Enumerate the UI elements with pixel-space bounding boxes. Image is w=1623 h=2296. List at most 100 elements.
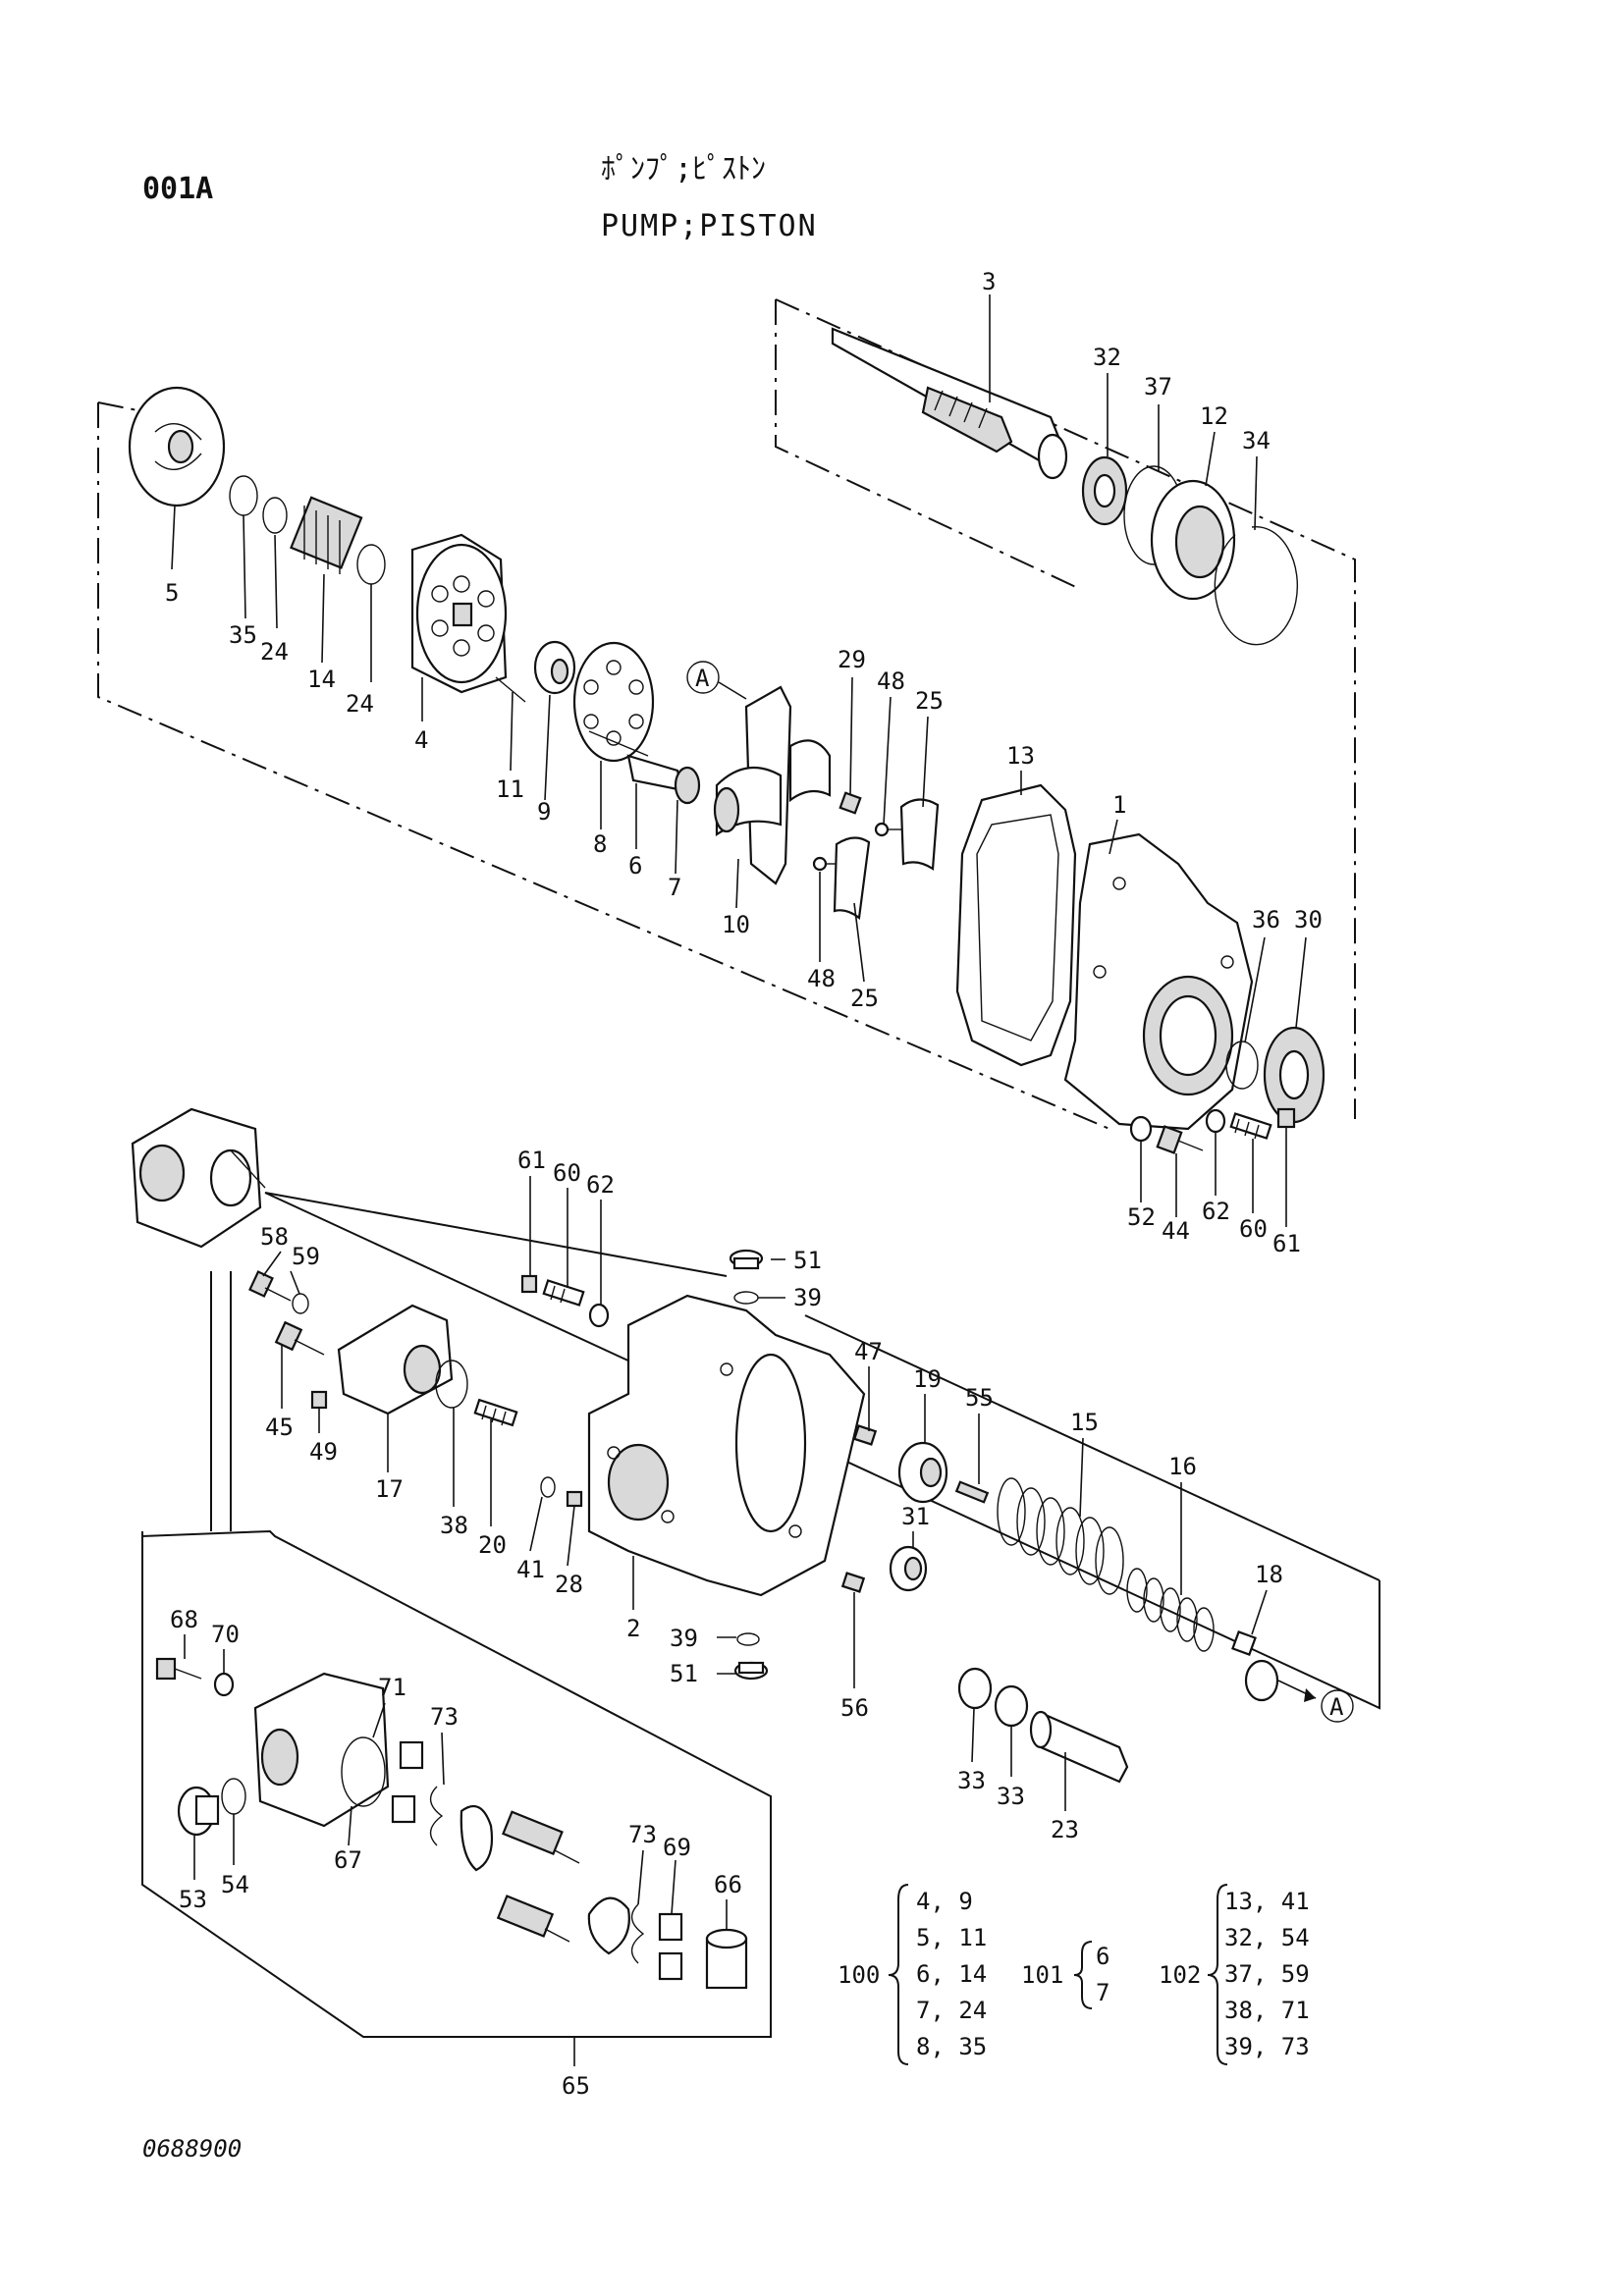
reference-a-top: [686, 661, 747, 700]
seat-25b: [833, 836, 871, 921]
callout-66: 66: [714, 1871, 742, 1898]
callout-35: 35: [229, 621, 257, 649]
kit-102-number: 102: [1159, 1961, 1201, 1989]
bush-31: [889, 1545, 928, 1592]
plate-ring-2: [587, 1896, 630, 1955]
callout-48a: 48: [877, 667, 905, 695]
bolt-68: [155, 1657, 202, 1681]
callout-47: 47: [854, 1338, 883, 1365]
gasket-13: [955, 783, 1077, 1067]
callout-70: 70: [211, 1621, 240, 1648]
callout-28: 28: [555, 1571, 583, 1598]
plug-51a: [729, 1249, 764, 1270]
callout-71: 71: [378, 1674, 406, 1701]
callout-68: 68: [170, 1606, 198, 1633]
spring-15: [997, 1477, 1124, 1595]
plug-29: [839, 791, 862, 815]
bush-33a: [957, 1667, 993, 1710]
callout-5: 5: [165, 579, 179, 607]
callout-73b: 73: [628, 1821, 657, 1848]
callout-31: 31: [901, 1503, 930, 1530]
screw-48b: [812, 856, 839, 872]
callout-38: 38: [440, 1512, 468, 1539]
screw-48a: [874, 822, 901, 837]
o-ring-59: [292, 1293, 309, 1314]
bush-33b: [994, 1684, 1029, 1728]
snap-ring-35: [229, 475, 258, 516]
stopper-18: [1231, 1630, 1317, 1702]
callout-8: 8: [593, 830, 607, 858]
screw-20: [473, 1398, 518, 1427]
regulator-body: [253, 1672, 390, 1828]
callout-34: 34: [1242, 427, 1271, 454]
washer-70: [213, 1672, 235, 1697]
callout-labels: 3 32 37 12 34 5 35 24 14 24 4 11 9 8 6 7…: [165, 268, 1344, 2100]
snap-ring: [1214, 525, 1299, 646]
spring-16: [1126, 1568, 1215, 1652]
kit-102: 102 13, 41 32, 54 37, 59 38, 71 39, 73: [1159, 1884, 1310, 2065]
callout-65: 65: [562, 2072, 590, 2100]
reference-a-bottom: [1321, 1689, 1354, 1723]
callout-67: 67: [334, 1846, 362, 1874]
callout-52: 52: [1127, 1203, 1156, 1231]
kit-100: 100 4, 9 5, 11 6, 14 7, 24 8, 35: [838, 1884, 987, 2065]
callout-20: 20: [478, 1531, 507, 1559]
callout-55: 55: [965, 1384, 994, 1412]
seat-25a: [899, 798, 940, 871]
callout-16: 16: [1168, 1453, 1197, 1480]
pin-55: [954, 1480, 990, 1504]
nut-62a: [588, 1303, 610, 1328]
callout-60a: 60: [553, 1159, 581, 1187]
callout-7: 7: [668, 874, 681, 901]
seal-cover: [1150, 479, 1236, 601]
kit-102-item-4: 38, 71: [1224, 1997, 1310, 2024]
callout-25b: 25: [850, 985, 879, 1012]
callout-a-bottom: A: [1329, 1693, 1344, 1721]
screw-60a: [542, 1279, 585, 1307]
washer-24b: [356, 544, 386, 585]
callout-19: 19: [913, 1365, 942, 1393]
pin-47: [852, 1424, 878, 1446]
callout-44: 44: [1162, 1217, 1190, 1245]
kit-100-item-4: 7, 24: [916, 1997, 987, 2024]
callout-56: 56: [840, 1694, 869, 1722]
callout-59: 59: [292, 1243, 320, 1270]
callout-10: 10: [722, 911, 750, 938]
swash-plate: [713, 685, 832, 885]
o-ring-39b: [736, 1632, 760, 1646]
callout-9: 9: [537, 798, 551, 826]
gear-shaft-a: [502, 1810, 580, 1864]
nut-61a: [520, 1274, 538, 1294]
o-ring-38: [435, 1360, 468, 1409]
callout-48b: 48: [807, 965, 836, 992]
piston-shoe: [626, 754, 701, 805]
callout-45: 45: [265, 1414, 294, 1441]
callout-6: 6: [628, 852, 642, 880]
gear-shaft-b: [496, 1895, 570, 1943]
nut-62b: [1205, 1108, 1226, 1134]
callout-39b: 39: [670, 1625, 698, 1652]
bolt-45: [274, 1320, 325, 1356]
callout-36: 36: [1252, 906, 1280, 934]
kit-102-item-3: 37, 59: [1224, 1960, 1310, 1988]
callout-41: 41: [516, 1556, 545, 1583]
callout-2: 2: [626, 1615, 640, 1642]
kit-100-item-3: 6, 14: [916, 1960, 987, 1988]
callout-18: 18: [1255, 1561, 1283, 1588]
valve-block: [587, 1294, 866, 1597]
callout-61a: 61: [517, 1147, 546, 1174]
kit-101-item-2: 7: [1096, 1979, 1109, 2006]
kit-101: 101 6 7: [1021, 1941, 1109, 2009]
callout-69: 69: [663, 1834, 691, 1861]
snap-ring-73d: [630, 1903, 645, 1964]
callout-11: 11: [496, 775, 524, 803]
leader-lines: [171, 294, 1307, 2066]
callout-58: 58: [260, 1223, 289, 1251]
retainer-plate: [572, 641, 655, 763]
pin-56: [840, 1572, 866, 1593]
callout-1: 1: [1112, 791, 1126, 819]
callout-15: 15: [1070, 1409, 1099, 1436]
sheet-code: 001A: [142, 172, 213, 206]
callout-3: 3: [982, 268, 996, 295]
cylinder-block: [410, 533, 508, 694]
